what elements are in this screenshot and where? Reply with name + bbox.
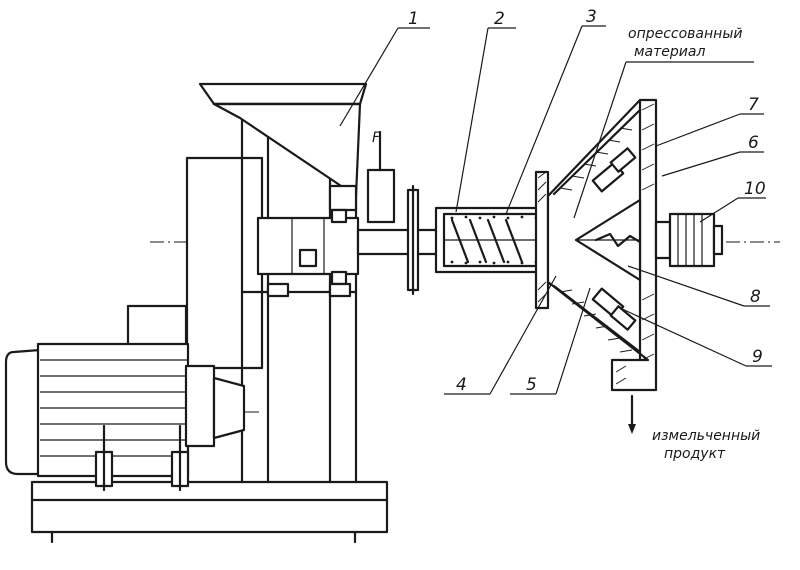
callout-10: 10 [744,179,766,199]
callout-9: 9 [752,347,763,367]
main-motor [4,304,246,492]
pressed-material-caption-line1: опрессованный [628,26,742,42]
callout-1: 1 [408,9,419,29]
callout-7: 7 [748,95,759,115]
crushed-product-caption-line2: продукт [664,446,726,462]
callout-3: 3 [586,7,597,27]
callout-4: 4 [456,375,467,395]
callout-5: 5 [526,375,537,395]
crushed-product-caption-line1: измельченный [652,428,760,444]
drive-shaft [356,184,440,296]
cutting-chamber [546,98,658,392]
hopper: F [198,82,396,224]
force-label: F [372,130,381,146]
cutter-motor [654,212,724,268]
base-frame [30,480,389,544]
pressed-material-caption-line2: материал [634,44,705,60]
leader-lines [339,25,772,395]
bearing-housing [256,208,360,298]
callout-2: 2 [494,9,505,29]
callout-6: 6 [748,133,759,153]
callout-8: 8 [750,287,761,307]
output-arrow [628,394,636,434]
